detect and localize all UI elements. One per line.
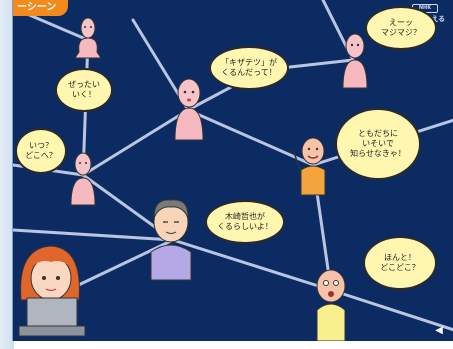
speech-bubble-7: ほんと！ どこどこ？ [363,236,437,290]
person-pink-small-top [74,17,102,59]
left-panel-strip [0,0,14,349]
scene-title-tag: ーシーン [13,0,69,16]
speech-bubble-4: いつ？ どこへ？ [15,128,67,174]
person-boy-purple [150,199,192,281]
girl-with-laptop [18,245,86,337]
speech-bubble-6: 木崎哲也が くるらしいよ！ [205,200,285,244]
speech-bubble-5: ともだちに いそいで 知らせなきゃ！ [335,108,421,180]
person-yellow-bottom-right [316,269,346,341]
rumor-network-scene: ーシーン NHK NHK 見えるテル ぜったい いく！ 「キザテツ」が くるんだ… [12,0,453,341]
speech-bubble-2: 「キザテツ」が くるんだって！ [209,46,289,90]
person-pink-center [174,78,204,141]
speech-bubble-1: ぜったい いく！ [55,68,113,112]
person-pink-left [70,152,96,206]
speaker-icon[interactable]: ◀ [435,325,443,336]
person-orange-right [292,137,326,196]
person-pink-top-right [342,33,368,89]
speech-bubble-3: えーッ マジマジ？ [365,6,437,50]
